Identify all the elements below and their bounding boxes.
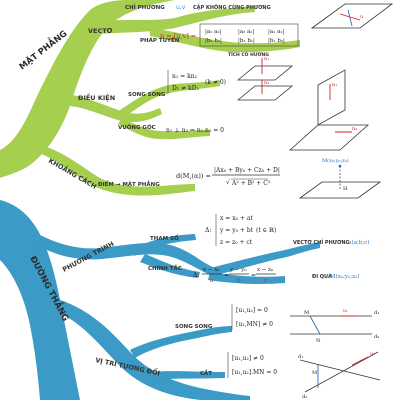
intersect-label: CẮT	[200, 369, 212, 377]
normal-label: PHÁP TUYẾN	[140, 36, 180, 44]
svg-text:[u₁,u₂] ≠ 0: [u₁,u₂] ≠ 0	[232, 355, 264, 362]
svg-text:M(x₀;y₀;z₀): M(x₀;y₀;z₀)	[322, 157, 349, 164]
svg-text:d₁: d₁	[298, 354, 303, 360]
vector-label: VECTƠ	[88, 27, 113, 35]
svg-text:[u₁,u₂].MN = 0: [u₁,u₂].MN = 0	[232, 369, 277, 376]
canonical-formula: Δ: x − x₀ a = y − y₀ b = z − z₀ c	[193, 267, 276, 284]
svg-text:[u₁,MN] ≠ 0: [u₁,MN] ≠ 0	[236, 321, 273, 328]
svg-text:|a₂ a₃|: |a₂ a₃|	[205, 29, 222, 35]
svg-text:u₁: u₁	[343, 309, 348, 314]
svg-text:|Ax₀ + By₀ + Cz₀ + D|: |Ax₀ + By₀ + Cz₀ + D|	[214, 167, 280, 174]
svg-text:D₁ ≠ kD₂: D₁ ≠ kD₂	[172, 85, 200, 92]
svg-text:a: a	[210, 278, 214, 284]
distance-formula: d(M,(α)) = |Ax₀ + By₀ + Cz₀ + D| √ A² + …	[176, 167, 280, 187]
svg-text:[u₁,u₂] = 0: [u₁,u₂] = 0	[236, 307, 268, 314]
svg-text:M: M	[312, 370, 317, 376]
svg-text:|a₁ a₂|: |a₁ a₂|	[268, 29, 285, 35]
svg-text:d₁: d₁	[374, 310, 379, 316]
direction-vector-label: VECTƠ CHỈ PHƯƠNG	[293, 238, 350, 246]
line-parallel-label: SONG SONG	[175, 324, 213, 330]
svg-text:u₂: u₂	[370, 352, 375, 357]
svg-text:|b₁ b₂|: |b₁ b₂|	[268, 38, 285, 44]
svg-text:y − y₀: y − y₀	[229, 267, 247, 273]
svg-text:n₁: n₁	[332, 82, 337, 88]
parallel-label: SONG SONG	[128, 92, 166, 98]
svg-text:=: =	[224, 272, 229, 279]
svg-text:n₁: n₁	[264, 56, 269, 62]
svg-text:Δ:: Δ:	[193, 272, 199, 279]
perpendicular-condition-formula: n₁ ⊥ n₂ ⇔ n₁.n₂ = 0	[166, 127, 224, 134]
direction-vector-value: u(a;b;c)	[348, 239, 369, 246]
svg-text:y = y₀ + bt: y = y₀ + bt	[219, 227, 254, 234]
figure-point-plane-distance: M(x₀;y₀;z₀) H	[298, 157, 382, 199]
svg-text:d₂: d₂	[302, 394, 307, 400]
direction-label: CHỈ PHƯƠNG	[125, 3, 165, 11]
svg-text:(t ∈ ℝ): (t ∈ ℝ)	[256, 227, 276, 234]
figure-plane-vectors: u	[310, 3, 394, 29]
svg-text:d₂: d₂	[374, 334, 379, 340]
svg-text:n = [u,v] =: n = [u,v] =	[160, 32, 196, 40]
svg-text:b: b	[237, 278, 241, 284]
svg-text:n₂: n₂	[264, 80, 269, 86]
parallel-condition-formula: n₁ = kn₂ D₁ ≠ kD₂ (k ≠ 0)	[167, 70, 226, 94]
perpendicular-label: VUÔNG GÓC	[118, 124, 156, 131]
canonical-label: CHÍNH TẮC	[148, 264, 182, 272]
svg-text:x − x₀: x − x₀	[203, 267, 220, 273]
direction-note: CẶP KHÔNG CÙNG PHƯƠNG	[193, 4, 271, 11]
svg-text:|a₃ a₁|: |a₃ a₁|	[238, 29, 255, 35]
svg-text:x = x₀ + at: x = x₀ + at	[220, 215, 253, 222]
figure-parallel-lines: d₁ d₂ M N u₁	[290, 309, 379, 344]
svg-text:H: H	[343, 186, 348, 192]
svg-text:u: u	[360, 14, 364, 20]
passes-through-value: M(x₀;y₀;z₀)	[330, 273, 359, 280]
point-to-plane-label: ĐIỂM → MẶT PHẲNG	[98, 180, 160, 188]
svg-text:n₂: n₂	[352, 126, 357, 132]
svg-text:d(M,(α)) =: d(M,(α)) =	[176, 172, 211, 180]
direction-value: u,v	[176, 4, 186, 11]
parametric-label: THAM SỐ	[150, 234, 179, 242]
figure-parallel-planes: n₁ n₂	[236, 56, 294, 101]
svg-text:z = z₀ + ct: z = z₀ + ct	[220, 239, 253, 246]
figure-perpendicular-planes: n₂ n₁	[288, 69, 370, 151]
svg-text:N: N	[316, 338, 321, 344]
svg-text:c: c	[264, 278, 267, 284]
cross-product-label: TÍCH CÓ HƯỚNG	[228, 50, 269, 58]
svg-text:z − z₀: z − z₀	[257, 267, 274, 273]
svg-text:A² + B² + C²: A² + B² + C²	[231, 180, 271, 187]
svg-text:=: =	[251, 272, 256, 279]
plane-branch-shapes	[0, 0, 300, 196]
conditions-label: ĐIỀU KIỆN	[78, 92, 115, 102]
svg-text:(k ≠ 0): (k ≠ 0)	[205, 79, 226, 86]
svg-text:n₁ = kn₂: n₁ = kn₂	[172, 73, 198, 80]
normal-vector-formula: n = [u,v] = |a₂ a₃| |b₂ b₃| |a₃ a₁| |b₃ …	[160, 23, 299, 58]
figure-intersecting-lines: d₁ d₂ M u₂	[298, 351, 381, 400]
svg-text:√: √	[226, 179, 230, 186]
intersect-formula: [u₁,u₂] ≠ 0 [u₁,u₂].MN = 0	[227, 352, 277, 378]
svg-text:M: M	[304, 310, 309, 316]
svg-text:Δ:: Δ:	[205, 227, 211, 234]
passes-through-label: ĐI QUA	[312, 274, 332, 280]
svg-text:|b₂ b₃|: |b₂ b₃|	[205, 38, 222, 44]
line-branch-shapes	[0, 200, 320, 400]
parametric-formula: Δ: x = x₀ + at y = y₀ + bt z = z₀ + ct (…	[205, 214, 276, 246]
line-parallel-formula: [u₁,u₂] = 0 [u₁,MN] ≠ 0	[231, 304, 273, 330]
svg-text:|b₃ b₁|: |b₃ b₁|	[238, 38, 255, 44]
